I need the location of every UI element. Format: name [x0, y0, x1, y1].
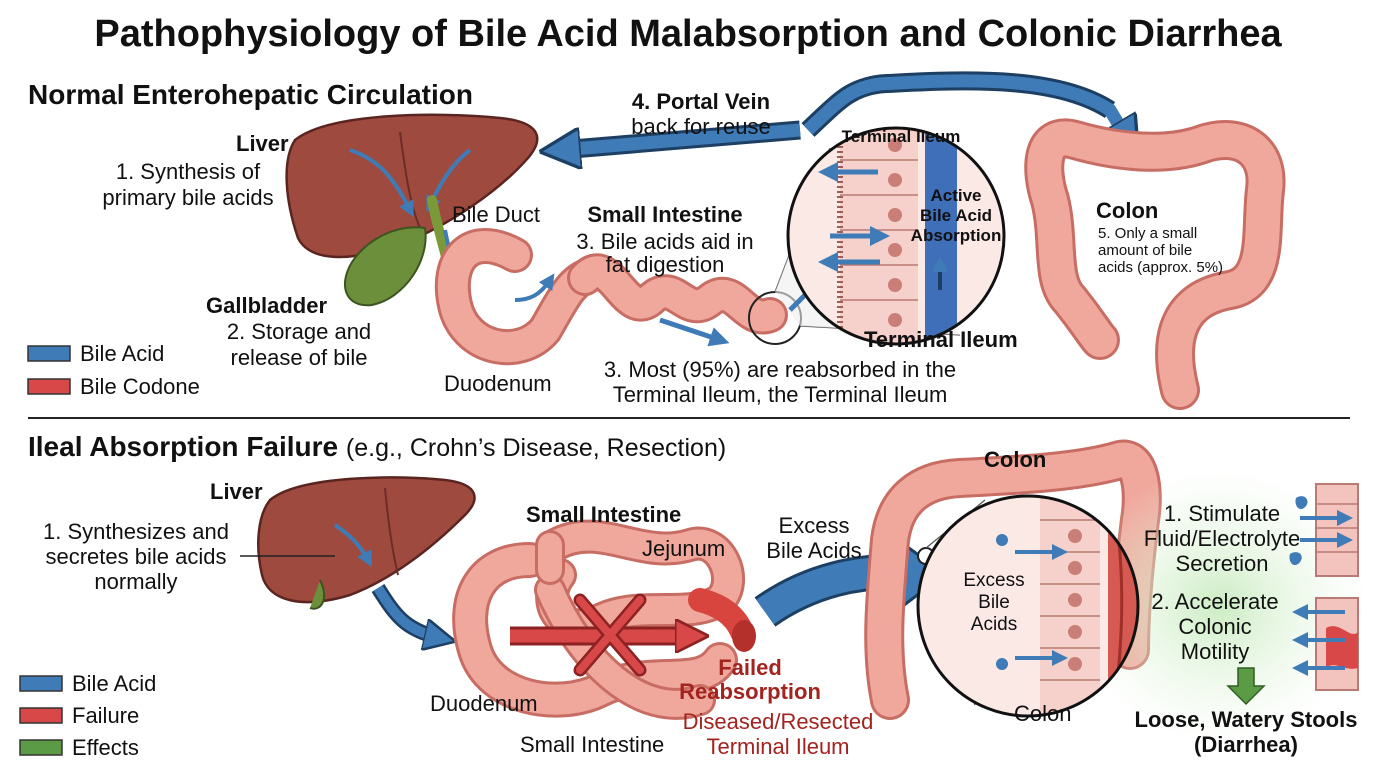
failure-heading-main: Ileal Absorption Failure	[28, 431, 339, 462]
failed-label-2: Reabsorption	[679, 679, 821, 704]
normal-legend-bile-acid: Bile Acid	[80, 341, 165, 366]
reabsorb-note-1: 3. Most (95%) are reabsorbed in the	[603, 357, 957, 382]
failed-label-1: Failed	[718, 655, 782, 680]
result-line-2: (Diarrhea)	[1194, 732, 1298, 757]
zoom-active-2: Bile Acid	[919, 206, 993, 225]
portal-vein-desc: back for reuse	[631, 114, 771, 139]
effect2-line-3: Motility	[1180, 639, 1250, 664]
failure-liver-desc-1: 1. Synthesizes and	[43, 519, 229, 544]
normal-colon-desc-1: 5. Only a small	[1098, 225, 1198, 242]
failure-legend-effects: Effects	[72, 735, 139, 760]
effect2-line-2: Colonic	[1178, 614, 1252, 639]
normal-liver-label: Liver	[236, 131, 289, 156]
liver-bottom	[257, 476, 476, 604]
gallbladder-label: Gallbladder	[206, 293, 328, 318]
failure-liver-desc-2: secretes bile acids	[45, 544, 227, 569]
diseased-label-1: Diseased/Resected	[682, 709, 874, 734]
colon-wall-secretion	[1315, 483, 1359, 577]
failure-heading-sub: (e.g., Crohn’s Disease, Resection)	[345, 434, 727, 462]
normal-small-intestine-desc-2: fat digestion	[605, 252, 725, 277]
normal-small-intestine-label: Small Intestine	[587, 202, 743, 227]
zoom-bottom-1: Excess	[963, 570, 1025, 591]
failure-small-intestine-top: Small Intestine	[526, 502, 682, 527]
zoom-top-label: Terminal Ileum	[841, 127, 961, 146]
zoom-bottom-2: Bile	[978, 592, 1010, 613]
failure-legend-failure: Failure	[72, 703, 140, 728]
normal-colon-desc-3: acids (approx. 5%)	[1098, 259, 1224, 276]
excess-label-2: Bile Acids	[766, 538, 862, 563]
failure-legend-bile-acid: Bile Acid	[72, 671, 157, 696]
effect1-line-3: Secretion	[1175, 551, 1269, 576]
failure-colon-top: Colon	[984, 447, 1047, 472]
liver-top	[285, 113, 539, 259]
failure-liver-desc-3: normally	[94, 569, 178, 594]
failure-duodenum-label: Duodenum	[430, 691, 538, 716]
diseased-label-2: Terminal Ileum	[706, 734, 850, 759]
failure-colon-bottom: Colon	[1014, 701, 1072, 726]
jejunum-label: Jejunum	[642, 536, 726, 561]
normal-liver-desc-1: 1. Synthesis of	[115, 159, 261, 184]
portal-vein-label: 4. Portal Vein	[631, 89, 771, 114]
result-line-1: Loose, Watery Stools	[1134, 707, 1358, 732]
failure-small-intestine-bottom: Small Intestine	[520, 732, 665, 757]
normal-legend-bile-codone: Bile Codone	[80, 374, 200, 399]
normal-liver-desc-2: primary bile acids	[102, 185, 274, 210]
effect1-line-2: Fluid/Electrolyte	[1143, 526, 1301, 551]
reabsorb-note-2: Terminal Ileum, the Terminal Ileum	[612, 382, 948, 407]
zoom-active-1: Active	[930, 186, 982, 205]
normal-colon-label: Colon	[1096, 198, 1159, 223]
effect1-line-1: 1. Stimulate	[1163, 501, 1281, 526]
bile-duct-label: Bile Duct	[452, 202, 541, 227]
normal-small-intestine-desc-1: 3. Bile acids aid in	[576, 229, 754, 254]
normal-colon-desc-2: amount of bile	[1098, 242, 1193, 259]
normal-terminal-ileum-label: Terminal Ileum	[864, 327, 1018, 352]
failure-heading: Ileal Absorption Failure (e.g., Crohn’s …	[28, 431, 727, 463]
zoom-active-3: Absorption	[910, 226, 1002, 245]
page-title: Pathophysiology of Bile Acid Malabsorpti…	[94, 13, 1282, 55]
normal-duodenum-label: Duodenum	[444, 371, 552, 396]
zoom-bottom-3: Acids	[970, 614, 1018, 635]
effect2-line-1: 2. Accelerate	[1151, 589, 1279, 614]
result-down-arrow	[1226, 667, 1266, 706]
normal-heading: Normal Enterohepatic Circulation	[28, 79, 473, 110]
failure-liver-label: Liver	[210, 479, 263, 504]
gallbladder-desc-2: release of bile	[230, 345, 368, 370]
gallbladder-top	[343, 226, 427, 307]
gallbladder-desc-1: 2. Storage and	[226, 319, 372, 344]
excess-label-1: Excess	[778, 513, 850, 538]
